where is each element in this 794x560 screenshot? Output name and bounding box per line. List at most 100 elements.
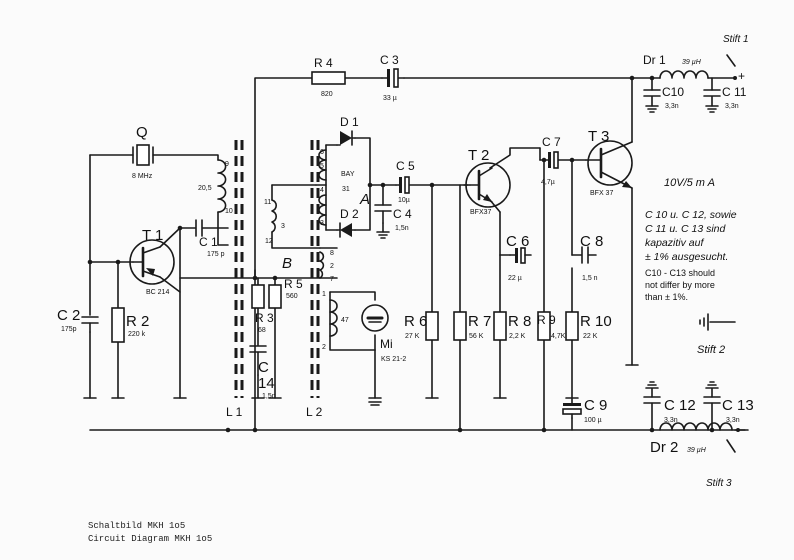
c12-label: C 12 xyxy=(664,397,696,414)
c13-symbol xyxy=(703,381,721,404)
c14-label: C xyxy=(258,359,269,376)
c9-label: C 9 xyxy=(584,397,607,414)
t3-label: T 3 xyxy=(588,128,609,145)
c4-value: 1,5n xyxy=(395,225,409,232)
coil-pin-5: 5 xyxy=(320,163,324,170)
labels: R 4 820 C 3 33 µ Dr 1 39 µH Stift 1 + C1… xyxy=(57,34,754,544)
d1-symbol xyxy=(336,130,356,146)
r9-body xyxy=(537,311,551,341)
r2-body xyxy=(111,307,125,343)
mi-value: KS 21-2 xyxy=(381,356,406,363)
c6-label: C 6 xyxy=(506,233,529,250)
transistors xyxy=(129,140,633,285)
t1-value: BC 214 xyxy=(146,289,169,296)
coil-pin-7: 7 xyxy=(330,276,334,283)
t1-label: T 1 xyxy=(142,227,163,244)
c1-symbol xyxy=(195,219,203,237)
c1-value: 175 p xyxy=(207,251,225,258)
c11-value: 3,3n xyxy=(725,103,739,110)
c10-label: C10 xyxy=(662,85,684,99)
note-de-1: C 10 u. C 12, sowie xyxy=(645,209,737,221)
r2-value: 220 k xyxy=(128,331,146,338)
c9-symbol xyxy=(562,403,582,419)
coil-pin-mi-2: 2 xyxy=(322,344,326,351)
q-label: Q xyxy=(136,124,148,141)
coil-pin-9: 9 xyxy=(225,161,229,168)
r9-value: 4,7K xyxy=(551,333,566,340)
coil-pin-11: 11 xyxy=(264,199,271,206)
caption-en: Circuit Diagram MKH 1o5 xyxy=(88,534,212,544)
mi-label: Mi xyxy=(380,337,393,351)
d2-symbol xyxy=(336,222,356,238)
c10-symbol xyxy=(643,89,661,113)
c2-label: C 2 xyxy=(57,307,80,324)
c13-value: 3,3n xyxy=(726,417,740,424)
r6-body xyxy=(425,311,439,341)
c8-value: 1,5 n xyxy=(582,275,598,282)
caption-de: Schaltbild MKH 1o5 xyxy=(88,521,185,531)
bay-value: 31 xyxy=(342,186,350,193)
grounds xyxy=(83,231,709,406)
l1-coil-right xyxy=(271,199,277,233)
dr1-label: Dr 1 xyxy=(643,53,666,67)
c7-label: C 7 xyxy=(542,135,561,149)
c11-label: C 11 xyxy=(722,85,747,99)
c2-symbol xyxy=(81,316,99,333)
c5-symbol xyxy=(395,176,410,194)
c10-value: 3,3n xyxy=(665,103,679,110)
r7-label: R 7 xyxy=(468,313,491,330)
c7-value: 4,7µ xyxy=(541,179,555,186)
bay-label: BAY xyxy=(341,171,355,178)
stift3-label: Stift 3 xyxy=(706,478,732,489)
c14-value: 1,5n xyxy=(262,393,276,400)
c3-label: C 3 xyxy=(380,53,399,67)
cores xyxy=(234,140,320,398)
junction-dots xyxy=(87,75,715,433)
c8-symbol xyxy=(571,246,597,264)
dr1-value: 39 µH xyxy=(682,59,702,66)
coil-pin-10: 10 xyxy=(225,208,233,215)
note-de-2: C 11 u. C 13 sind xyxy=(645,223,727,235)
resistors xyxy=(111,71,579,343)
c5-label: C 5 xyxy=(396,159,415,173)
coil-pin-4: 4 xyxy=(320,187,324,194)
t2-symbol xyxy=(465,162,511,208)
c12-symbol xyxy=(643,381,661,404)
coil-pin-mi-1: 1 xyxy=(322,291,326,298)
r8-label: R 8 xyxy=(508,313,531,330)
c5-value: 10µ xyxy=(398,197,410,204)
coil-pin-3b: 3 xyxy=(320,220,324,227)
crystal-q xyxy=(132,144,154,166)
r4-body xyxy=(311,71,346,85)
node-b: B xyxy=(282,255,292,272)
c7-symbol xyxy=(539,151,559,169)
l2-label: L 2 xyxy=(306,405,323,419)
c2-value: 175p xyxy=(61,326,77,333)
c8-label: C 8 xyxy=(580,233,603,250)
c9-value: 100 µ xyxy=(584,417,602,424)
r4-label: R 4 xyxy=(314,56,333,70)
c1-label: C 1 xyxy=(199,235,218,249)
c13-label: C 13 xyxy=(722,397,754,414)
coil-pin-3: 3 xyxy=(281,223,285,230)
coil-pin-20-5: 20,5 xyxy=(198,185,212,192)
c12-value: 3,3n xyxy=(664,417,678,424)
r6-label: R 6 xyxy=(404,313,427,330)
coil-pin-6: 6 xyxy=(320,149,324,156)
c6-symbol xyxy=(509,247,532,264)
coil-pin-mi-47: 47 xyxy=(341,317,349,324)
r10-label: R 10 xyxy=(580,313,612,330)
l2-coil-small xyxy=(319,251,325,279)
r4-value: 820 xyxy=(321,91,333,98)
r7-value: 56 K xyxy=(469,333,484,340)
note-de-4: ± 1% ausgesucht. xyxy=(645,251,728,263)
c14-symbol xyxy=(249,345,267,376)
c3-symbol xyxy=(381,68,405,88)
t3-value: BFX 37 xyxy=(590,190,613,197)
r10-body xyxy=(565,311,579,341)
c4-label: C 4 xyxy=(393,207,412,221)
r3-value: 68 xyxy=(258,327,266,334)
stift1-label: Stift 1 xyxy=(723,34,749,45)
c3-value: 33 µ xyxy=(383,95,397,102)
